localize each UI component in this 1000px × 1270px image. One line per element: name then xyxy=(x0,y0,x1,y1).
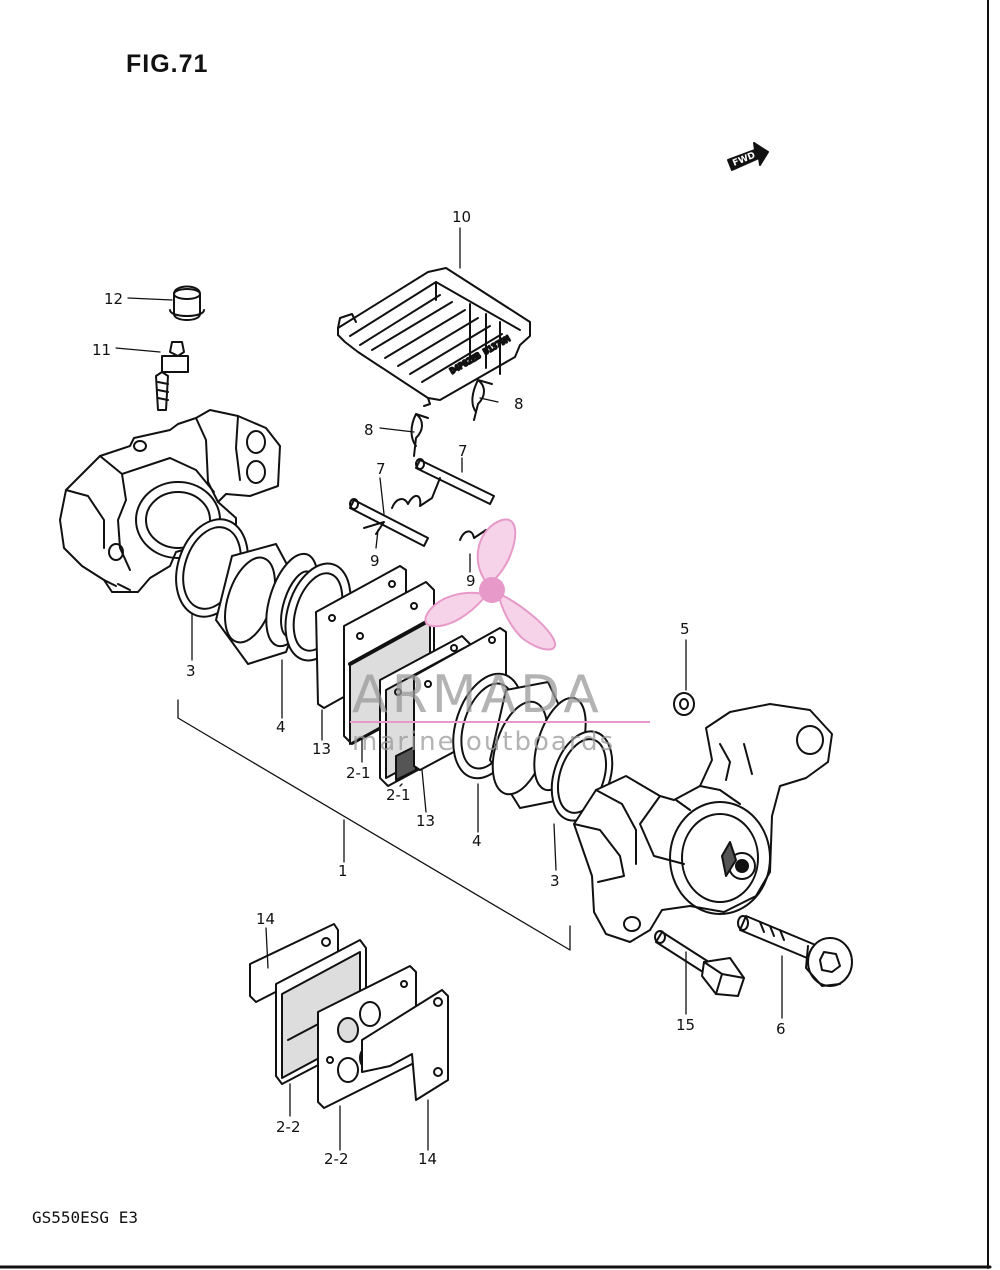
callout-label: 7 xyxy=(458,442,468,460)
callout-label: 2-1 xyxy=(346,764,371,782)
callout-label: 15 xyxy=(676,1016,695,1034)
callout-label: 14 xyxy=(418,1150,437,1168)
pad-pin-part-7-right xyxy=(415,458,495,505)
piston-part-4-left xyxy=(215,543,319,665)
callout-label: 5 xyxy=(680,620,690,638)
callout-label: 3 xyxy=(550,872,560,890)
callout-label: 14 xyxy=(256,910,275,928)
callout-label: 6 xyxy=(776,1020,786,1038)
clip-pin-part-8-left xyxy=(410,413,429,457)
callout-label: 10 xyxy=(452,208,471,226)
callout-labels: 10 12 11 8 8 7 7 9 9 3 4 13 2-1 2-1 13 4… xyxy=(92,208,786,1168)
callout-label: 2-2 xyxy=(276,1118,301,1136)
caliper-left-half xyxy=(59,409,281,593)
watermark-brand: ARMADA xyxy=(352,665,603,725)
watermark-tagline: marine outboards xyxy=(352,727,615,757)
bolt-part-15 xyxy=(654,930,745,997)
washer-part-5 xyxy=(673,692,695,716)
callout-label: 4 xyxy=(472,832,482,850)
spring-part-9-left xyxy=(363,477,441,535)
bleeder-cap-part-12 xyxy=(169,285,205,321)
pad-pin-part-7-left xyxy=(349,498,429,547)
callout-label: 8 xyxy=(514,395,524,413)
bleeder-valve-part-11 xyxy=(155,341,189,411)
callout-label: 2-2 xyxy=(324,1150,349,1168)
callout-label: 13 xyxy=(416,812,435,830)
shim-plate-part-14-right xyxy=(361,989,449,1101)
propeller-logo-icon xyxy=(424,518,557,651)
callout-label: 1 xyxy=(338,862,348,880)
callout-label: 9 xyxy=(466,572,476,590)
model-code: GS550ESG E3 xyxy=(32,1208,138,1227)
callout-label: 12 xyxy=(104,290,123,308)
figure-title: FIG.71 xyxy=(126,50,209,78)
callout-label: 4 xyxy=(276,718,286,736)
callout-label: 9 xyxy=(370,552,380,570)
clip-pin-part-8-right xyxy=(471,379,493,421)
callout-label: 3 xyxy=(186,662,196,680)
fwd-badge-text: FWD xyxy=(731,151,757,169)
pad-spring-part-10: D4P02EB D1379M xyxy=(337,267,531,407)
bolt-part-6 xyxy=(737,915,853,987)
callout-label: 8 xyxy=(364,421,374,439)
fwd-arrow-icon xyxy=(727,142,769,171)
caliper-right-half xyxy=(573,703,833,943)
callout-label: 11 xyxy=(92,341,111,359)
callout-label: 2-1 xyxy=(386,786,411,804)
callout-label: 7 xyxy=(376,460,386,478)
leader-lines xyxy=(115,227,783,1151)
callout-label: 13 xyxy=(312,740,331,758)
watermark: ARMADA marine outboards xyxy=(350,518,650,757)
